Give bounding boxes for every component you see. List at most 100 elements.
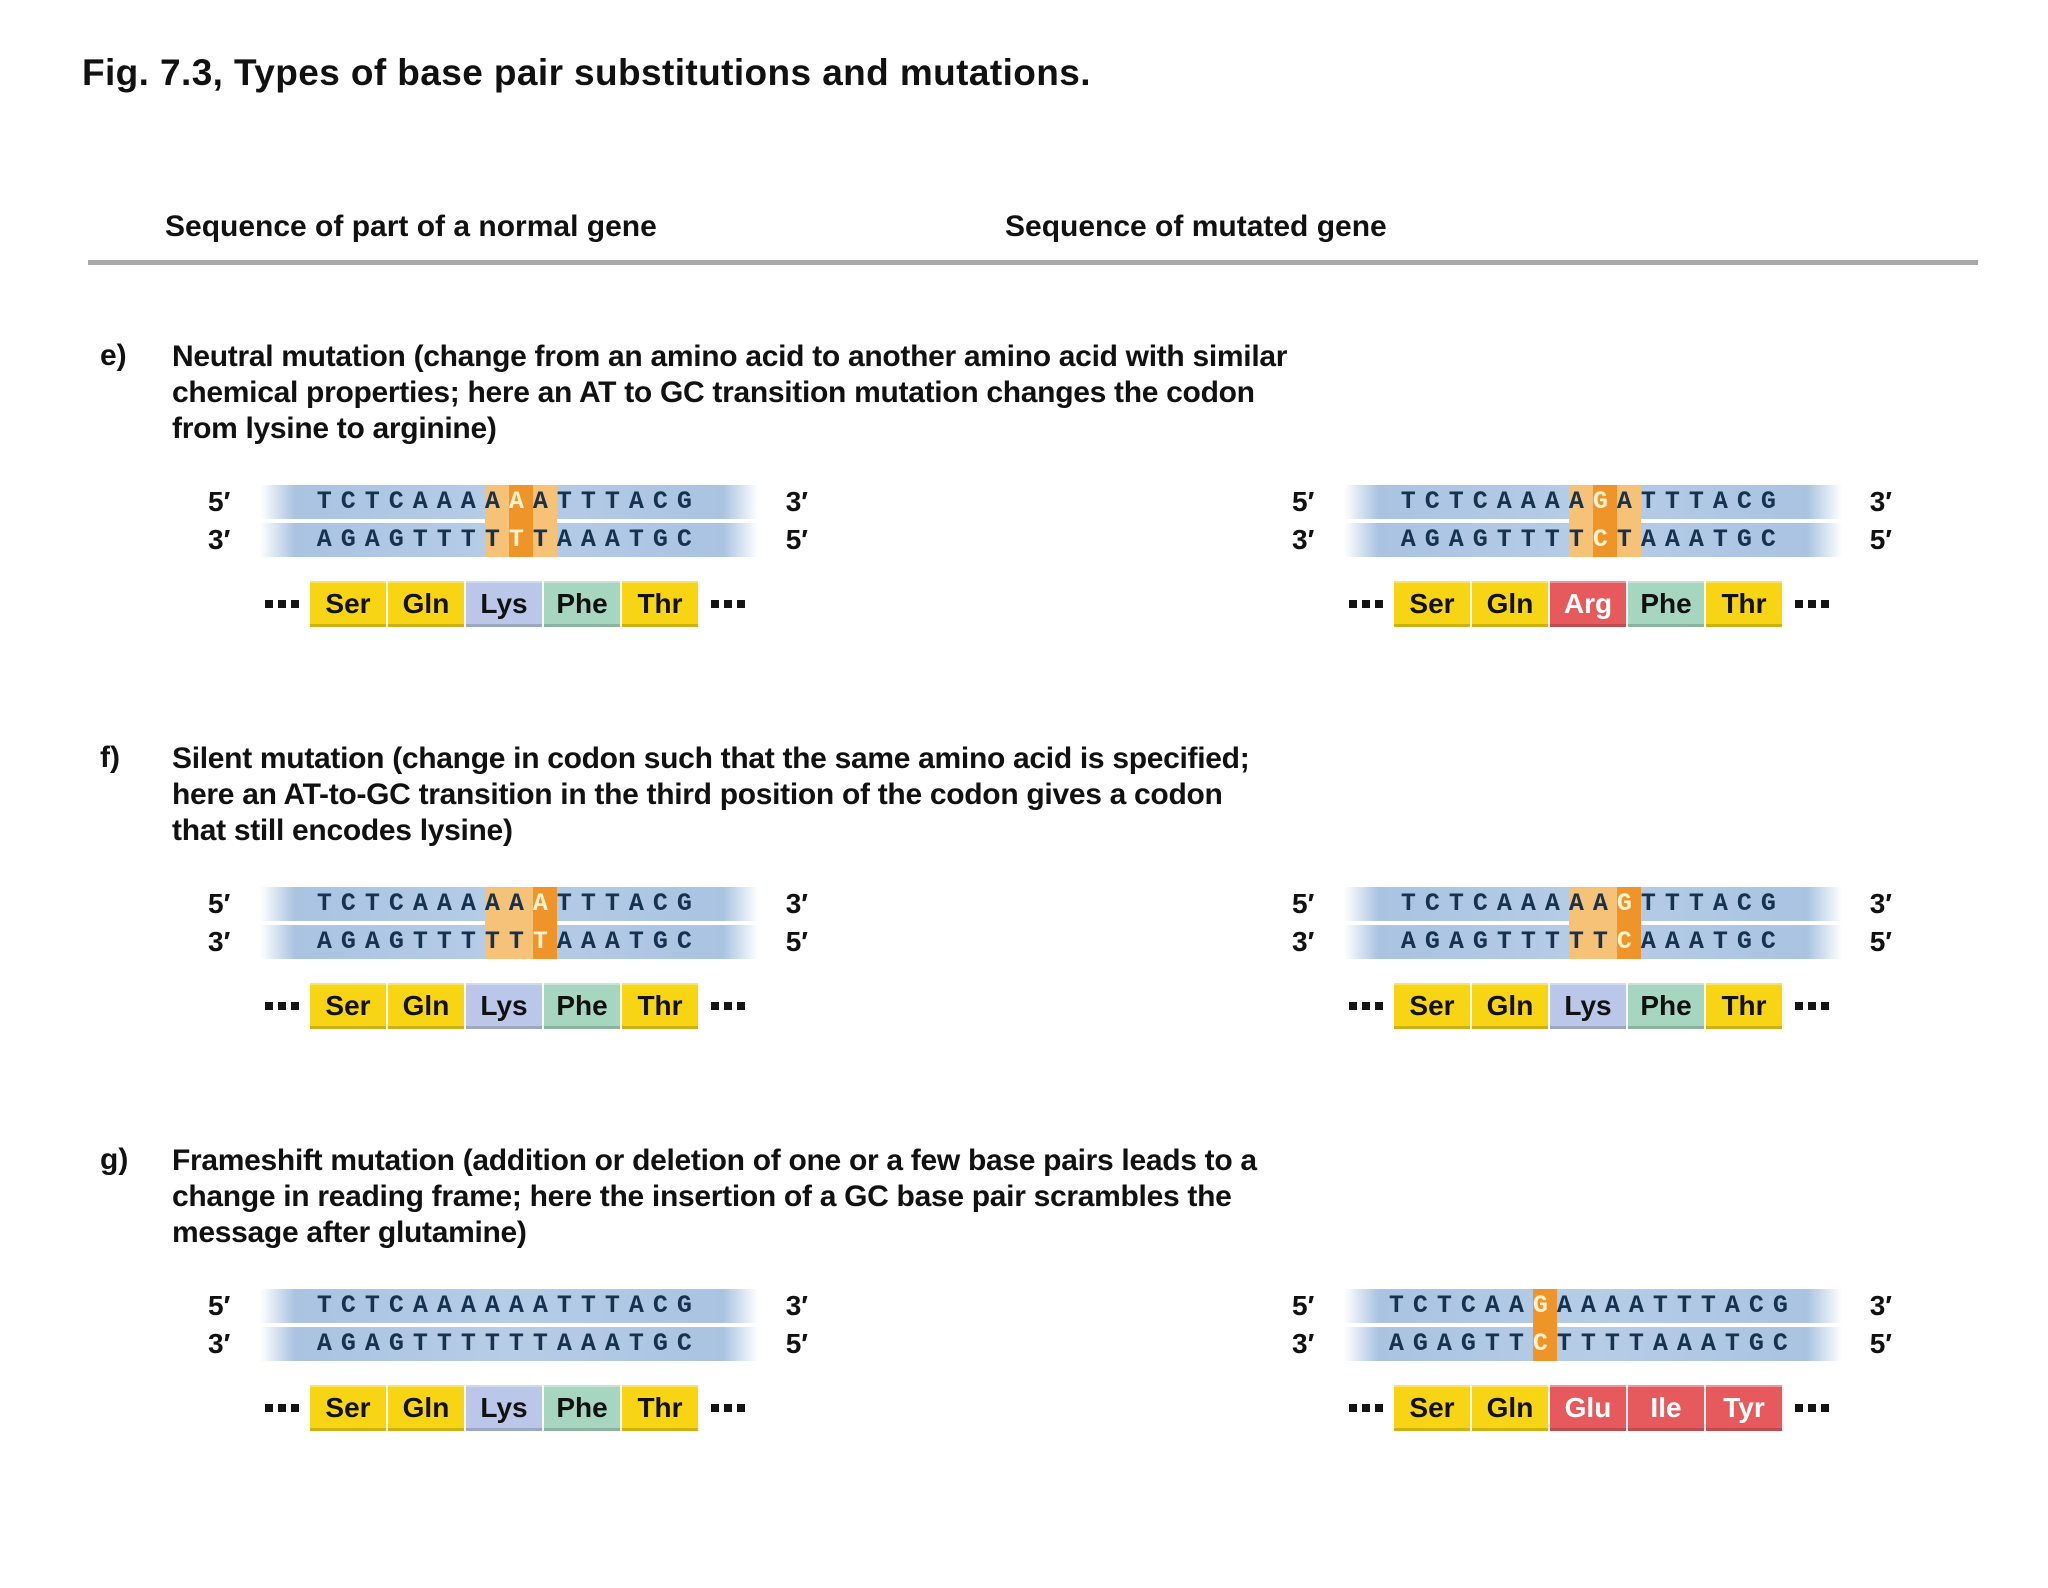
strand-end-label: 5′ (1869, 1328, 1892, 1359)
dot (291, 600, 299, 608)
ellipsis-dots (711, 1404, 745, 1412)
dna-sequence-band: AGAGTTTTTTAAATGC (260, 1327, 758, 1361)
amino-acid-Ser: Ser (1394, 581, 1472, 627)
strand-end-label: 5′ (785, 524, 808, 555)
dot (1375, 1404, 1383, 1412)
strand-end-label: 3′ (785, 1290, 808, 1321)
dot (278, 1002, 286, 1010)
dna-sequence-band: AGAGTTTTTTAAATGC (260, 523, 758, 557)
amino-acid-Gln: Gln (1472, 983, 1550, 1029)
dna-bases: TCTCAAA (316, 889, 485, 918)
dot (1349, 1002, 1357, 1010)
section-letter-label: e) (100, 339, 127, 372)
figure-title: Fig. 7.3, Types of base pair substitutio… (82, 52, 1091, 93)
dna-bases: AGAGTTTTTTAAATGC (316, 1329, 701, 1358)
dna-sequence-band: TCTCAAAAGATTTACG (1344, 485, 1842, 519)
section-f: f)Silent mutation (change in codon such … (0, 741, 2048, 1039)
amino-acid-Lys: Lys (466, 581, 544, 627)
dot (711, 1404, 719, 1412)
amino-acid-Gln: Gln (388, 1385, 466, 1431)
mutated-base: T (532, 925, 557, 959)
dna-duplex: 5′ TCTCAAAAGATTTACG 3′3′ AGAGTTTTCTAAATGC 5′ (1292, 485, 1892, 557)
section-e: e) Neutral mutation (change from an amino… (0, 339, 2048, 637)
highlighted-codon-bases: T (532, 523, 557, 557)
dna-sequence-band: AGAGTTTTCTAAATGC (1344, 523, 1842, 557)
dot (737, 1404, 745, 1412)
strand-end-label: 3′ (1292, 1328, 1315, 1359)
dot (265, 1404, 273, 1412)
amino-acid-Ser: Ser (1394, 983, 1472, 1029)
mutated-base: G (1532, 1289, 1557, 1323)
amino-acid-Gln: Gln (388, 983, 466, 1029)
strand-end-label: 3′ (208, 1328, 231, 1359)
dna-sequence-band: TCTCAAAAAGTTTACG (1344, 887, 1842, 921)
dot (737, 600, 745, 608)
dot (278, 600, 286, 608)
dot (291, 1002, 299, 1010)
dot (1821, 1404, 1829, 1412)
ellipsis-dots (265, 600, 299, 608)
mutated-base: A (532, 887, 557, 921)
dna-sequence-band: AGAGTTCTTTTAAATGC (1344, 1327, 1842, 1361)
amino-acid-Thr: Thr (1706, 983, 1784, 1029)
amino-acid-Phe: Phe (544, 983, 622, 1029)
strand-end-label: 3′ (1869, 1290, 1892, 1321)
ellipsis-dots (1795, 1404, 1829, 1412)
section-description: Silent mutation (change in codon such th… (172, 742, 1250, 847)
mutated-base: C (1616, 925, 1641, 959)
strand-end-label: 3′ (785, 888, 808, 919)
amino-acid-Ser: Ser (1394, 1385, 1472, 1431)
dot (1362, 1002, 1370, 1010)
amino-acid-Thr: Thr (1706, 581, 1784, 627)
amino-acid-Glu: Glu (1550, 1385, 1628, 1431)
ellipsis-dots (1349, 1002, 1383, 1010)
dna-bases: TTTACG (556, 487, 701, 516)
dna-sequence-band: TCTCAAGAAAATTTACG (1344, 1289, 1842, 1323)
dot (724, 1002, 732, 1010)
strand-end-label: 3′ (1869, 888, 1892, 919)
dna-bases: TTTACG (1640, 487, 1785, 516)
header-divider-rule (88, 260, 1978, 265)
dot (1349, 600, 1357, 608)
amino-acid-Phe: Phe (1628, 581, 1706, 627)
strand-end-label: 3′ (785, 486, 808, 517)
highlighted-codon-bases: A (484, 485, 509, 519)
strand-end-label: 3′ (1292, 926, 1315, 957)
amino-acid-Phe: Phe (1628, 983, 1706, 1029)
ellipsis-dots (265, 1002, 299, 1010)
highlighted-codon-bases: T (1568, 523, 1593, 557)
mutated-base: T (508, 523, 533, 557)
dna-bases: AAATGC (556, 927, 701, 956)
mutated-base: G (1592, 485, 1617, 519)
dna-bases: TTTACG (556, 889, 701, 918)
amino-acid-Gln: Gln (1472, 581, 1550, 627)
dna-strand-3-to-5: 3′ AGAGTTTTCTAAATGC 5′ (1292, 523, 1892, 557)
dna-bases: TTTTAAATGC (1556, 1329, 1797, 1358)
dna-sequence-band: TCTCAAAAAATTTACG (260, 887, 758, 921)
amino-acid-Tyr: Tyr (1706, 1385, 1784, 1431)
highlighted-codon-bases: AA (1568, 887, 1617, 921)
strand-end-label: 5′ (785, 926, 808, 957)
amino-acid-Lys: Lys (1550, 983, 1628, 1029)
dot (711, 1002, 719, 1010)
dna-bases: AGAGTT (1388, 1329, 1533, 1358)
amino-acid-Lys: Lys (466, 1385, 544, 1431)
ellipsis-dots (1349, 600, 1383, 608)
dot (1808, 1404, 1816, 1412)
dot (711, 600, 719, 608)
strand-end-label: 5′ (1869, 524, 1892, 555)
strand-end-label: 3′ (1292, 524, 1315, 555)
dna-duplex: 5′ TCTCAAGAAAATTTACG 3′ 3′ AGAGTTCTTTTAAATGC… (1292, 1289, 1892, 1361)
section-description: Neutral mutation (change from an amino a… (172, 340, 1288, 445)
